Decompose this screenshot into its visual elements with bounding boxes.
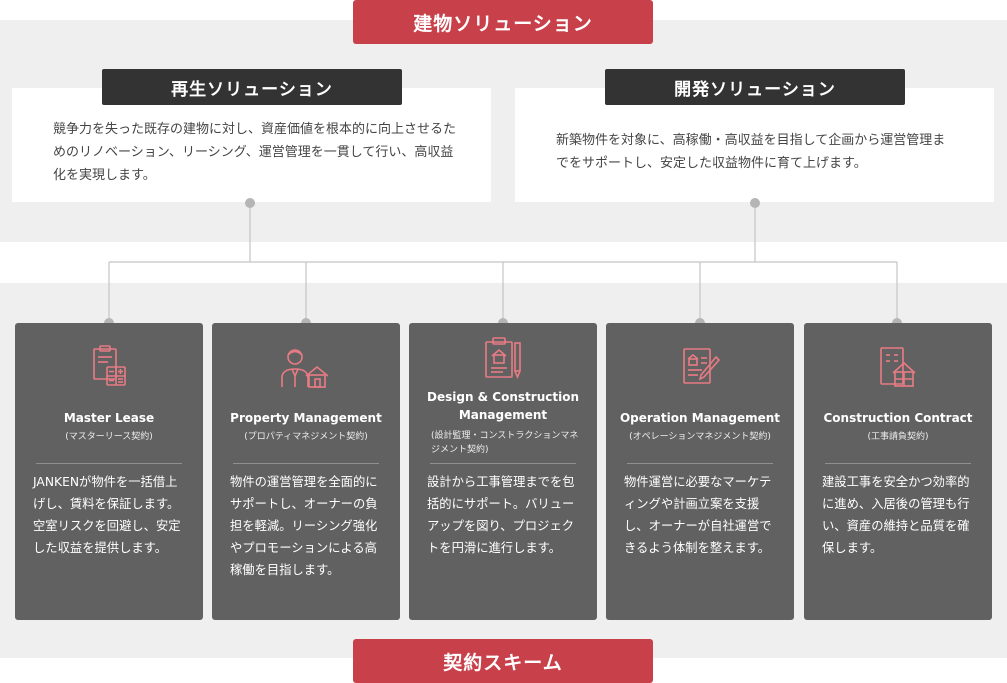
card-divider: [825, 463, 971, 464]
card-divider: [36, 463, 182, 464]
calculator-document-icon: [93, 345, 126, 386]
person-house-icon: [281, 349, 328, 388]
building-solutions-header: 建物ソリューション: [353, 0, 653, 44]
card-operation-management: Operation Management (オペレーションマネジメント契約) 物…: [606, 323, 794, 620]
document-pen-icon: [683, 348, 720, 384]
card-master-lease: Master Lease (マスターリース契約) JANKENが物件を一括借上げ…: [15, 323, 203, 620]
card-title: Property Management: [230, 411, 382, 425]
card-subtitle: (設計監理・コンストラクションマネジメント契約): [431, 431, 579, 455]
connector-dot: [245, 198, 255, 208]
card-construction-contract: Construction Contract (工事請負契約) 建設工事を安全かつ…: [804, 323, 992, 620]
card-subtitle: (プロパティマネジメント契約): [244, 432, 368, 442]
development-solution-description: 新築物件を対象に、高稼働・高収益を目指して企画から運営管理までをサポートし、安定…: [556, 133, 946, 171]
card-divider: [627, 463, 773, 464]
card-body: 設計から工事管理までを包括的にサポート。バリューアップを図り、プロジェクトを円滑…: [427, 475, 575, 555]
card-body: 建設工事を安全かつ効率的に進め、入居後の管理も行い、資産の維持と品質を確保します…: [822, 475, 970, 555]
card-subtitle: (マスターリース契約): [65, 432, 153, 442]
development-solution-box: [515, 88, 994, 202]
building-document-icon: [880, 347, 916, 387]
development-solution-title: 開発ソリューション: [605, 69, 905, 105]
card-body: JANKENが物件を一括借上げし、賃料を保証します。空室リスクを回避し、安定した…: [33, 475, 181, 555]
card-title: Master Lease: [63, 411, 155, 425]
renovation-solution-box: [12, 88, 491, 202]
card-title: Construction Contract: [823, 411, 973, 425]
renovation-solution-title: 再生ソリューション: [102, 69, 402, 105]
card-body: 物件運営に必要なマーケティングや計画立案を支援し、オーナーが自社運営できるよう体…: [624, 475, 772, 555]
card-subtitle: (オペレーションマネジメント契約): [629, 432, 771, 442]
card-divider: [430, 463, 576, 464]
contract-scheme-footer: 契約スキーム: [353, 639, 653, 683]
card-divider: [233, 463, 379, 464]
card-design-construction-management: Design & Construction Management (設計監理・コ…: [409, 323, 597, 620]
connector-dot: [750, 198, 760, 208]
clipboard-house-pen-icon: [485, 337, 521, 380]
renovation-solution-description: 競争力を失った既存の建物に対し、資産価値を根本的に向上させるためのリノベーション…: [53, 122, 457, 183]
card-property-management: Property Management (プロパティマネジメント契約) 物件の運…: [212, 323, 400, 620]
card-subtitle: (工事請負契約): [867, 432, 929, 442]
card-title: Operation Management: [619, 411, 781, 425]
card-body: 物件の運営管理を全面的にサポートし、オーナーの負担を軽減。リーシング強化やプロモ…: [230, 475, 378, 577]
card-title: Design & Construction Management: [427, 390, 579, 422]
